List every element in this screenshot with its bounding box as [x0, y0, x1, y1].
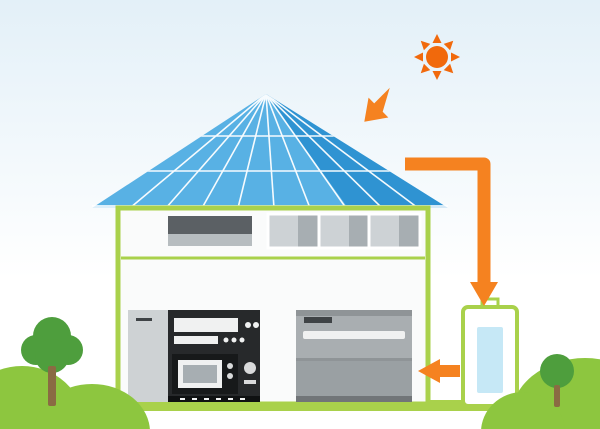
oven-button	[253, 322, 259, 328]
tree-trunk	[554, 385, 560, 407]
microwave	[172, 354, 238, 394]
sunlight-arrow-icon	[364, 87, 390, 122]
battery-to-house-arrow-icon	[418, 359, 460, 383]
battery-inner-cell	[477, 327, 503, 393]
house	[115, 205, 431, 407]
microwave-window-inner	[183, 365, 217, 383]
tree-trunk	[48, 366, 56, 406]
solar-roof-shaded-face	[266, 94, 448, 208]
solar-roof	[92, 94, 448, 208]
oven-display	[174, 318, 238, 332]
microwave-button	[227, 373, 233, 379]
kitchen-cabinet-panel	[128, 310, 168, 402]
cabinet-handle	[136, 318, 152, 321]
oven-knob	[244, 362, 256, 374]
oven-button	[231, 337, 237, 343]
upper-floor-windows	[266, 212, 422, 250]
range-hood-unit	[168, 216, 252, 246]
oven-control-unit	[168, 310, 260, 402]
roof-to-battery-arrow-icon	[405, 157, 498, 306]
oven-switch	[244, 380, 256, 384]
dishwasher-slot	[303, 331, 405, 339]
oven-button	[239, 337, 245, 343]
storage-battery	[461, 297, 519, 408]
microwave-button	[227, 363, 233, 369]
sun-icon	[414, 34, 460, 80]
oven-sub-display	[174, 336, 218, 344]
dishwasher	[296, 310, 412, 402]
left-bush	[0, 366, 150, 429]
oven-button	[245, 322, 251, 328]
dishwasher-handle	[304, 317, 332, 323]
window-frame	[266, 212, 422, 250]
right-tree	[540, 354, 574, 407]
left-tree	[21, 317, 83, 406]
oven-vent-strip	[168, 396, 260, 402]
oven-button	[223, 337, 229, 343]
